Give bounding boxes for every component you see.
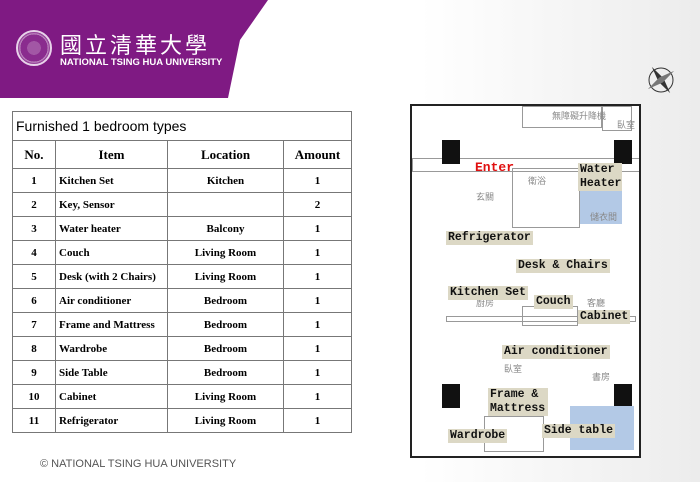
cell-item: Cabinet — [55, 384, 168, 409]
column — [614, 140, 632, 164]
cell-item: Wardrobe — [55, 336, 168, 361]
cell-location: Living Room — [167, 384, 284, 409]
cell-item: Refrigerator — [55, 408, 168, 433]
cell-amount: 1 — [283, 408, 352, 433]
cell-item: Kitchen Set — [55, 168, 168, 193]
wall — [412, 158, 639, 172]
cell-location: Bedroom — [167, 312, 284, 337]
cell-amount: 1 — [283, 240, 352, 265]
enter-label: Enter — [475, 160, 515, 175]
header-banner: 國立清華大學 NATIONAL TSING HUA UNIVERSITY — [0, 0, 268, 98]
cell-no: 9 — [12, 360, 56, 385]
cell-location: Living Room — [167, 264, 284, 289]
cell-no: 10 — [12, 384, 56, 409]
closet-label: 儲衣間 — [590, 212, 618, 222]
cell-no: 1 — [12, 168, 56, 193]
cell-amount: 1 — [283, 264, 352, 289]
entry-label: 玄關 — [476, 192, 495, 202]
study-label: 書房 — [592, 372, 611, 382]
cell-no: 6 — [12, 288, 56, 313]
logo-chinese: 國立清華大學 — [60, 34, 211, 59]
table-title: Furnished 1 bedroom types — [12, 111, 352, 141]
col-amount: Amount — [283, 140, 352, 169]
compass-icon — [647, 66, 675, 94]
cell-location: Living Room — [167, 240, 284, 265]
university-seal-icon — [16, 30, 52, 66]
label-wardrobe: Wardrobe — [448, 429, 508, 443]
cell-location — [167, 192, 284, 217]
cell-amount: 1 — [283, 312, 352, 337]
cell-no: 8 — [12, 336, 56, 361]
cell-item: Couch — [55, 240, 168, 265]
column — [442, 384, 460, 408]
cell-no: 3 — [12, 216, 56, 241]
kitchen-label: 廚房 — [476, 298, 495, 308]
logo-english: NATIONAL TSING HUA UNIVERSITY — [60, 57, 223, 68]
bathroom — [512, 168, 580, 228]
cell-location: Kitchen — [167, 168, 284, 193]
column — [614, 384, 632, 408]
cell-amount: 1 — [283, 216, 352, 241]
cell-amount: 1 — [283, 168, 352, 193]
cell-no: 7 — [12, 312, 56, 337]
cell-location: Balcony — [167, 216, 284, 241]
cell-no: 4 — [12, 240, 56, 265]
bedroom-label: 臥室 — [504, 364, 523, 374]
cell-amount: 1 — [283, 336, 352, 361]
cell-location: Bedroom — [167, 360, 284, 385]
cell-item: Water heater — [55, 216, 168, 241]
cell-amount: 1 — [283, 360, 352, 385]
cell-item: Air conditioner — [55, 288, 168, 313]
label-frame-mattress: Frame & Mattress — [488, 388, 548, 416]
label-side-table: Side table — [542, 424, 616, 438]
cell-no: 11 — [12, 408, 56, 433]
label-cabinet: Cabinet — [578, 310, 631, 324]
label-desk: Desk & Chairs — [516, 259, 610, 273]
label-water-heater: Water Heater — [578, 163, 622, 191]
cell-item: Key, Sensor — [55, 192, 168, 217]
cell-no: 5 — [12, 264, 56, 289]
floor-plan: 無障礙升降機 臥室 衛浴 玄關 儲衣間 客廳 廚房 臥室 書房 Enter Wa… — [410, 104, 641, 458]
col-item: Item — [55, 140, 168, 169]
col-location: Location — [167, 140, 284, 169]
cell-location: Bedroom — [167, 336, 284, 361]
cell-item: Side Table — [55, 360, 168, 385]
furniture-table: Furnished 1 bedroom types No. Item Locat… — [12, 111, 352, 433]
lift-shaft — [522, 106, 602, 128]
living-label: 客廳 — [587, 298, 606, 308]
bath-label: 衛浴 — [528, 176, 547, 186]
wall — [602, 106, 632, 131]
label-air-conditioner: Air conditioner — [502, 345, 610, 359]
cell-item: Desk (with 2 Chairs) — [55, 264, 168, 289]
couch-shape — [522, 306, 578, 326]
cell-location: Bedroom — [167, 288, 284, 313]
label-refrigerator: Refrigerator — [446, 231, 533, 245]
col-no: No. — [12, 140, 56, 169]
cell-no: 2 — [12, 192, 56, 217]
cell-amount: 1 — [283, 288, 352, 313]
cell-amount: 1 — [283, 384, 352, 409]
label-kitchen-set: Kitchen Set — [448, 286, 528, 300]
cell-amount: 2 — [283, 192, 352, 217]
column — [442, 140, 460, 164]
bedroom2-label: 臥室 — [617, 120, 636, 130]
cell-location: Living Room — [167, 408, 284, 433]
cell-item: Frame and Mattress — [55, 312, 168, 337]
lift-label: 無障礙升降機 — [552, 111, 607, 121]
label-couch: Couch — [534, 295, 573, 309]
wall — [446, 316, 636, 322]
footer-copyright: © NATIONAL TSING HUA UNIVERSITY — [40, 458, 237, 470]
